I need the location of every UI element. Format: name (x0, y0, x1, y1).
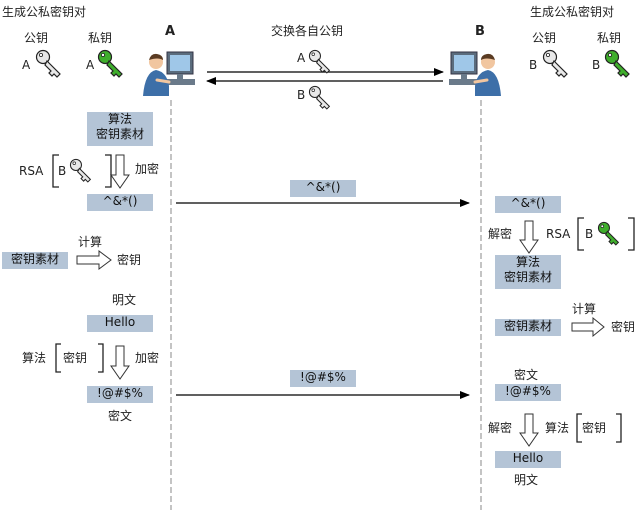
a-encrypt-label-2: 加密 (135, 351, 160, 365)
b-ciphertext-label: 密文 (514, 368, 539, 382)
b-key-material-line1: 算法 (515, 255, 540, 269)
b-algo-label: 算法 (545, 421, 570, 435)
party-b-label: B (475, 24, 485, 39)
b-cipher-box-2: !@#$% (495, 384, 561, 401)
message-box-1: ^&*() (290, 180, 356, 197)
exchange-title: 交换各自公钥 (271, 24, 344, 38)
b-cipher-box-1: ^&*() (495, 196, 561, 213)
person-a-icon (141, 50, 197, 98)
white-key-icon (542, 49, 568, 78)
b-key-material-box: 算法 密钥素材 (495, 255, 561, 289)
b-decrypt-label-1: 解密 (488, 227, 513, 241)
hollow-arrow-icon (76, 250, 112, 270)
a-cipher-box-2: !@#$% (87, 386, 153, 403)
hollow-arrow-icon (519, 220, 539, 254)
a-hello-box: Hello (87, 315, 153, 332)
a-compute-label: 计算 (78, 235, 103, 249)
rsa-bracket-a (52, 154, 112, 188)
left-private-key-label: 私钥 (88, 31, 113, 45)
a-key-material-line2: 密钥素材 (95, 127, 144, 141)
a-ciphertext-label: 密文 (108, 409, 133, 423)
exchange-key-b-letter: B (297, 88, 306, 102)
b-compute-label: 计算 (572, 302, 597, 316)
right-private-key-label: 私钥 (597, 31, 622, 45)
right-public-key-label: 公钥 (532, 31, 557, 45)
white-key-icon (35, 49, 61, 78)
hollow-arrow-icon (571, 316, 605, 338)
message-box-2: !@#$% (290, 370, 356, 387)
party-a-label: A (165, 24, 176, 39)
a-key-material-line1: 算法 (107, 112, 132, 126)
algo-bracket-b (576, 413, 622, 443)
b-rsa-key-letter: B (585, 227, 594, 241)
left-keypair-title: 生成公私密钥对 (2, 5, 87, 19)
a-rsa-key-letter: B (58, 164, 67, 178)
hollow-arrow-icon (110, 154, 130, 189)
a-derived-key-label: 密钥 (117, 253, 142, 267)
right-keypair-title: 生成公私密钥对 (530, 5, 615, 19)
green-key-icon (97, 49, 123, 78)
exchange-key-a-letter: A (297, 51, 306, 65)
a-rsa-label: RSA (19, 164, 44, 178)
left-public-key-label: 公钥 (24, 31, 49, 45)
a-algo-key-label: 密钥 (63, 351, 88, 365)
left-private-key-letter: A (86, 58, 95, 72)
right-public-key-letter: B (529, 58, 538, 72)
a-cipher-box-1: ^&*() (87, 194, 153, 211)
b-plaintext-label: 明文 (514, 473, 539, 487)
white-key-icon (308, 85, 330, 110)
algo-bracket-a (55, 343, 104, 373)
rsa-bracket-b (577, 217, 635, 251)
a-encrypt-label-1: 加密 (135, 162, 160, 176)
right-private-key-letter: B (592, 58, 601, 72)
person-b-icon (447, 50, 503, 98)
b-key-material-box-2: 密钥素材 (495, 319, 561, 336)
b-derived-key-label: 密钥 (611, 320, 636, 334)
a-plaintext-label: 明文 (112, 293, 137, 307)
a-key-material-box-2: 密钥素材 (2, 252, 68, 269)
b-hello-box: Hello (495, 451, 561, 468)
hollow-arrow-icon (110, 345, 130, 380)
left-public-key-letter: A (22, 58, 31, 72)
a-key-material-box: 算法 密钥素材 (87, 112, 153, 146)
a-algo-label: 算法 (22, 351, 47, 365)
white-key-icon (308, 49, 330, 74)
b-algo-key-label: 密钥 (582, 421, 607, 435)
white-key-icon (69, 158, 91, 183)
b-key-material-line2: 密钥素材 (503, 270, 552, 284)
green-key-icon (604, 49, 630, 78)
hollow-arrow-icon (519, 413, 539, 447)
b-rsa-label: RSA (546, 227, 571, 241)
green-key-icon (597, 221, 619, 246)
b-decrypt-label-2: 解密 (488, 421, 513, 435)
